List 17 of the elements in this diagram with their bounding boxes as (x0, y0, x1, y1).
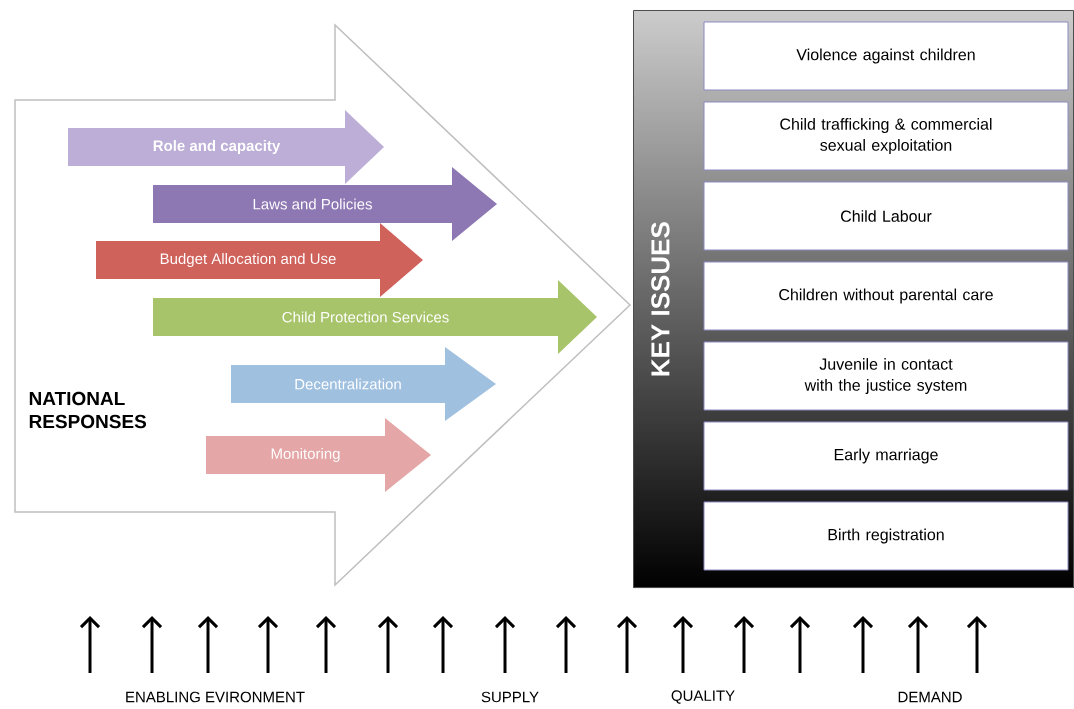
pointed-banner: Role and capacity (68, 110, 384, 184)
issue-box: Early marriage (703, 421, 1069, 491)
issue-box: Child trafficking & commercial sexual exploitation (703, 101, 1069, 171)
pointed-banner: Monitoring (206, 418, 431, 492)
axis-label: ENABLING EVIRONMENT (126, 691, 305, 703)
issue-box: Birth registration (703, 501, 1069, 571)
issue-box: Children without parental care (703, 261, 1069, 331)
issue-box: Child Labour (703, 181, 1069, 251)
pointed-banner: Budget Allocation and Use (96, 223, 423, 297)
pointed-banner: Child Protection Services (153, 280, 597, 354)
axis-label: DEMAND (898, 691, 962, 703)
pointed-banner: Decentralization (231, 347, 496, 421)
pointed-banner: Laws and Policies (153, 167, 497, 241)
axis-label: SUPPLY (481, 691, 539, 703)
issue-box: Juvenile in contact with the justice system (703, 341, 1069, 411)
axis-label: QUALITY (671, 690, 735, 704)
issue-box: Violence against children (703, 21, 1069, 91)
